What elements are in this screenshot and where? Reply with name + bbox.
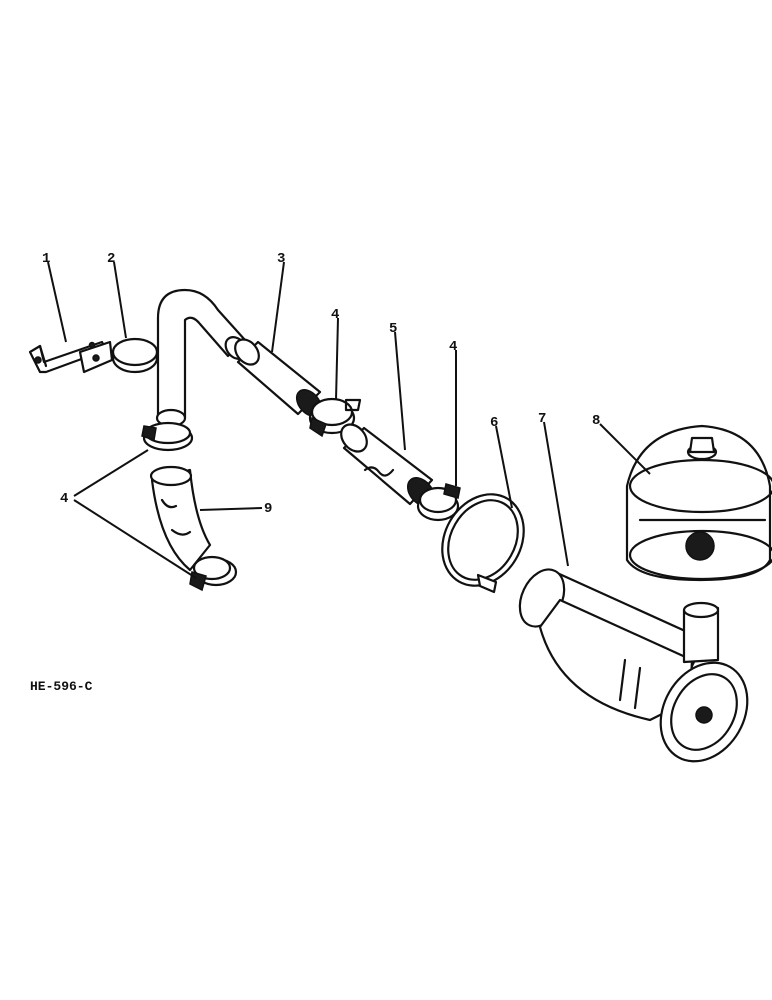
part-7-air-cleaner-body: [518, 568, 749, 763]
part-9-elbow-hose: [149, 465, 212, 572]
part-3-elbow-pipe: [155, 288, 248, 428]
callout-6: 6: [490, 415, 498, 431]
callout-4a: 4: [331, 307, 339, 323]
part-6-band-clamp: [441, 493, 525, 594]
part-4-hose-clamp-middle: [416, 483, 461, 522]
callout-4b: 4: [449, 339, 457, 355]
callout-9: 9: [264, 501, 272, 517]
leader-lines: [47, 261, 651, 579]
callout-1: 1: [42, 251, 50, 267]
part-2-clamp: [78, 337, 159, 374]
callout-2: 2: [107, 251, 115, 267]
part-4-hose-clamp-lower: [189, 555, 238, 592]
callouts: 1 2 3 4 5 4 6 7 8 4 9: [42, 251, 600, 517]
part-8-precleaner-bowl: [625, 424, 772, 582]
callout-3: 3: [277, 251, 285, 267]
callout-4c: 4: [60, 491, 68, 507]
callout-8: 8: [592, 413, 600, 429]
drawing-code: HE-596-C: [30, 679, 93, 694]
callout-5: 5: [389, 321, 397, 337]
part-4-hose-clamp-left: [141, 421, 194, 452]
callout-7: 7: [538, 411, 546, 427]
part-4-hose-clamp-upper: [308, 397, 362, 438]
